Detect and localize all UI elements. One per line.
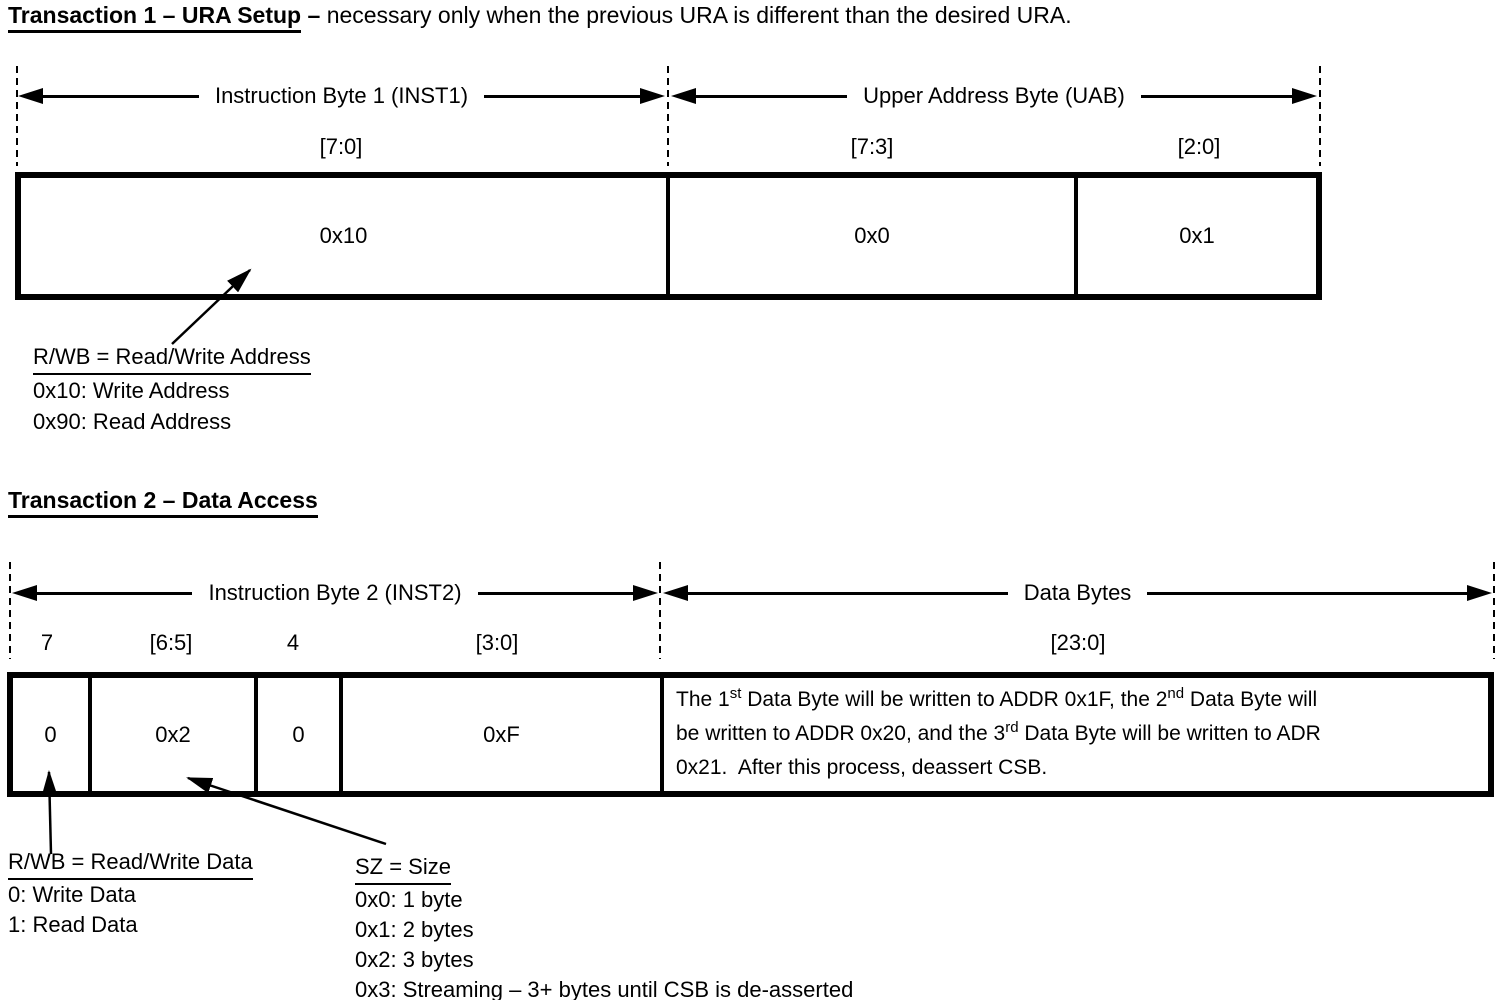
- t2-sz-note-line-streaming: 0x3: Streaming – 3+ bytes until CSB is d…: [355, 977, 854, 1000]
- inst2-dim-label: Instruction Byte 2 (INST2): [208, 580, 462, 605]
- t1-cell-inst1: 0x10: [319, 223, 368, 248]
- t1-byte-box: 0x10 0x0 0x1: [15, 172, 1322, 300]
- t2-sz-note-line-1byte: 0x0: 1 byte: [355, 887, 463, 912]
- t2-bit-range-3-0: [3:0]: [475, 630, 519, 655]
- t1-bit-range-7-3: [7:3]: [850, 134, 894, 159]
- t2-rwb-note-header: R/WB = Read/Write Data: [8, 847, 253, 880]
- transaction2-heading: Transaction 2 – Data Access: [8, 487, 318, 518]
- t2-cell-rwb: 0: [44, 721, 57, 747]
- left-arrowhead-icon: [671, 88, 696, 104]
- t2-rwb-note-line-read: 1: Read Data: [8, 912, 138, 937]
- data-bytes-dim-arrow: Data Bytes: [663, 580, 1493, 605]
- t2-cell-data-bytes-text: The 1st Data Byte will be written to ADD…: [660, 678, 1488, 791]
- t1-right-dashed-guide: [1319, 66, 1321, 166]
- t1-middle-dashed-guide: [667, 66, 669, 166]
- t2-byte-box: 0 0x2 0 0xF The 1st Data Byte will be wr…: [7, 672, 1494, 797]
- t1-rwb-note-line-read: 0x90: Read Address: [33, 409, 232, 434]
- dim-line: [688, 591, 1008, 595]
- t2-bit-7: 7: [40, 630, 54, 655]
- t2-sz-note-line-3bytes: 0x2: 3 bytes: [355, 947, 474, 972]
- t2-right-dashed-guide: [1493, 562, 1495, 659]
- left-arrowhead-icon: [18, 88, 43, 104]
- t2-middle-dashed-guide: [659, 562, 661, 659]
- transaction1-heading-title: Transaction 1 – URA Setup: [8, 2, 302, 33]
- right-arrowhead-icon: [1292, 88, 1318, 104]
- t2-cell-bit4: 0: [254, 678, 339, 791]
- t1-rwb-note-header: R/WB = Read/Write Address: [33, 341, 311, 375]
- t2-sz-note-header: SZ = Size: [355, 852, 451, 885]
- transaction1-heading-dash: –: [301, 2, 327, 28]
- transaction2-heading-title: Transaction 2 – Data Access: [8, 487, 318, 518]
- t2-cell-addr: 0xF: [339, 678, 660, 791]
- t1-rwb-note-line-write: 0x10: Write Address: [33, 378, 230, 403]
- transaction1-heading-description: necessary only when the previous URA is …: [326, 2, 1072, 28]
- t2-sz-note-line-2bytes: 0x1: 2 bytes: [355, 917, 474, 942]
- dim-line: [477, 591, 633, 595]
- t1-rwb-note: R/WB = Read/Write Address 0x10: Write Ad…: [33, 341, 311, 437]
- t2-bit-range-6-5: [6:5]: [149, 630, 193, 655]
- dim-line: [696, 94, 848, 98]
- t1-cell-uab-low: 0x1: [1074, 178, 1316, 294]
- t1-bit-range-2-0: [2:0]: [1177, 134, 1221, 159]
- right-arrowhead-icon: [640, 88, 665, 104]
- left-arrowhead-icon: [12, 585, 37, 601]
- t1-left-dashed-guide: [16, 66, 18, 166]
- t2-cell-sz: 0x2: [88, 678, 254, 791]
- uab-dim-arrow: Upper Address Byte (UAB): [671, 83, 1318, 108]
- t1-bit-range-7-0: [7:0]: [319, 134, 363, 159]
- right-arrowhead-icon: [633, 585, 658, 601]
- t2-rwb-note: R/WB = Read/Write Data 0: Write Data 1: …: [8, 847, 253, 940]
- t2-sz-note: SZ = Size 0x0: 1 byte 0x1: 2 bytes 0x2: …: [355, 852, 853, 1000]
- inst1-dim-label: Instruction Byte 1 (INST1): [214, 83, 469, 108]
- inst1-dim-arrow: Instruction Byte 1 (INST1): [18, 83, 665, 108]
- t2-left-dashed-guide: [9, 562, 11, 659]
- t2-bit-4: 4: [286, 630, 300, 655]
- dim-line: [484, 94, 640, 98]
- inst2-dim-arrow: Instruction Byte 2 (INST2): [12, 580, 658, 605]
- t2-bit-range-23-0: [23:0]: [1050, 630, 1106, 655]
- dim-line: [43, 94, 199, 98]
- right-arrowhead-icon: [1467, 585, 1493, 601]
- left-arrowhead-icon: [663, 585, 688, 601]
- dim-line: [1140, 94, 1293, 98]
- t1-cell-uab-high: 0x0: [666, 178, 1074, 294]
- uab-dim-label: Upper Address Byte (UAB): [863, 83, 1125, 108]
- dim-line: [1147, 591, 1468, 595]
- transaction1-heading: Transaction 1 – URA Setup – necessary on…: [8, 2, 1072, 33]
- t2-rwb-note-line-write: 0: Write Data: [8, 882, 136, 907]
- dim-line: [37, 591, 193, 595]
- data-bytes-dim-label: Data Bytes: [1023, 580, 1132, 605]
